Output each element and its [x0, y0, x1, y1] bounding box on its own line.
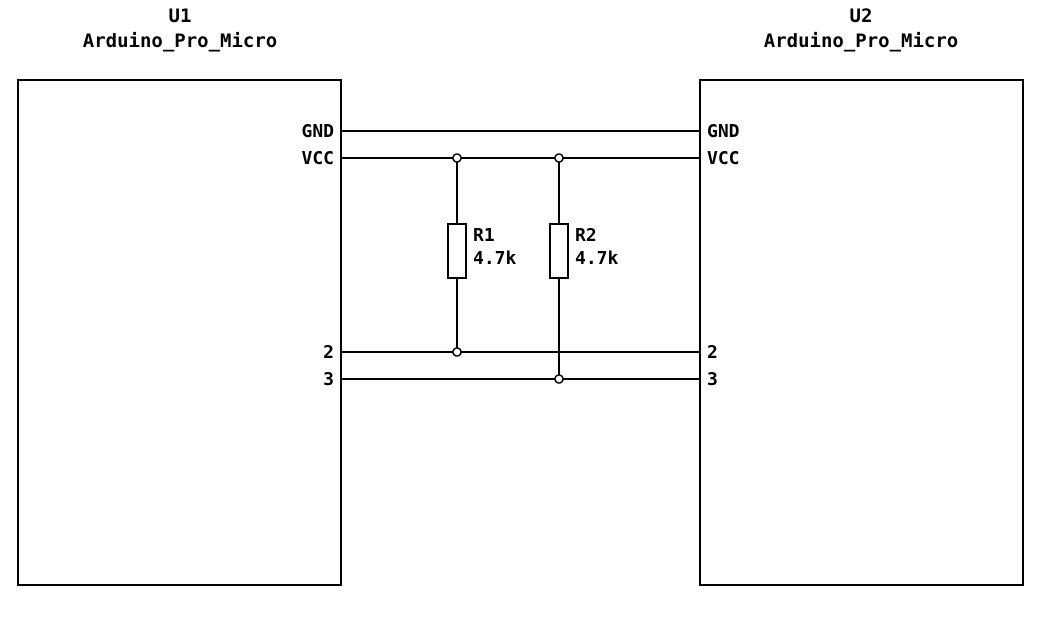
r1-value-label: 4.7k [473, 248, 517, 269]
junction-net2-r1 [452, 347, 462, 357]
u2-pin-3-label: 3 [707, 369, 718, 390]
u1-pin-vcc-label: VCC [301, 148, 334, 169]
u2-pin-2-label: 2 [707, 342, 718, 363]
u1-symbol-body [17, 79, 342, 586]
junction-vcc-r2 [554, 153, 564, 163]
r1-ref-label: R1 [473, 225, 495, 246]
r1-resistor-body [447, 223, 467, 279]
u2-pin-vcc-label: VCC [707, 148, 740, 169]
junction-vcc-r1 [452, 153, 462, 163]
junction-net3-r2 [554, 374, 564, 384]
r2-ref-label: R2 [575, 225, 597, 246]
r2-resistor-body [549, 223, 569, 279]
u2-ref-label: U2 [850, 5, 873, 27]
u1-pin-3-label: 3 [323, 369, 334, 390]
r2-value-label: 4.7k [575, 248, 619, 269]
u1-pin-gnd-label: GND [301, 121, 334, 142]
u1-ref-label: U1 [169, 5, 192, 27]
u1-pin-2-label: 2 [323, 342, 334, 363]
u2-symbol-body [699, 79, 1024, 586]
u2-pin-gnd-label: GND [707, 121, 740, 142]
u1-value-label: Arduino_Pro_Micro [83, 30, 277, 52]
u2-value-label: Arduino_Pro_Micro [764, 30, 958, 52]
